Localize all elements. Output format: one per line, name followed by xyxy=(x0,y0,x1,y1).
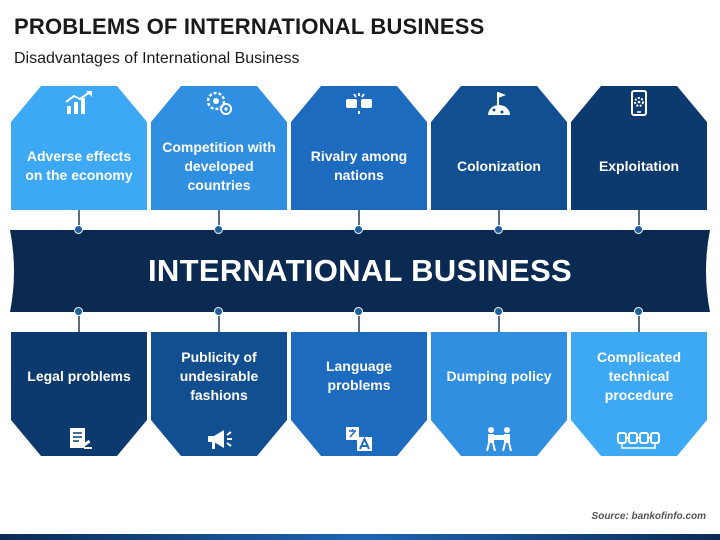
top-card-label: Adverse effects on the economy xyxy=(11,122,147,210)
connector-dot xyxy=(494,307,503,316)
connector-bottom-5 xyxy=(638,312,640,332)
growth-chart-icon xyxy=(64,90,94,116)
source-credit: Source: bankofinfo.com xyxy=(591,511,706,522)
gears-globe-icon xyxy=(204,90,234,116)
page-subtitle: Disadvantages of International Business xyxy=(14,50,300,67)
bottom-card-label: Dumping policy xyxy=(431,332,567,420)
bottom-card-label: Legal problems xyxy=(11,332,147,420)
megaphone-icon xyxy=(204,426,234,452)
legal-document-icon xyxy=(64,426,94,452)
connector-dot xyxy=(354,225,363,234)
card-cap xyxy=(151,86,287,122)
connector-top-5 xyxy=(638,210,640,230)
bottom-card-label: Complicated technical procedure xyxy=(571,332,707,420)
connector-dot xyxy=(354,307,363,316)
center-banner-label: INTERNATIONAL BUSINESS xyxy=(148,253,572,288)
card-cap xyxy=(291,86,427,122)
card-cap xyxy=(571,86,707,122)
connector-bottom-1 xyxy=(78,312,80,332)
connector-bottom-3 xyxy=(358,312,360,332)
card-cap xyxy=(11,86,147,122)
connector-dot xyxy=(214,225,223,234)
page-title: PROBLEMS OF INTERNATIONAL BUSINESS xyxy=(14,14,485,39)
connector-dot xyxy=(74,225,83,234)
connector-dot xyxy=(74,307,83,316)
connector-top-3 xyxy=(358,210,360,230)
connector-dot xyxy=(214,307,223,316)
center-banner xyxy=(10,230,710,312)
translate-icon xyxy=(344,426,374,452)
bottom-card-label: Publicity of undesirable fashions xyxy=(151,332,287,420)
connector-bottom-2 xyxy=(218,312,220,332)
top-card-label: Exploitation xyxy=(571,122,707,210)
top-card-label: Colonization xyxy=(431,122,567,210)
connector-top-2 xyxy=(218,210,220,230)
connector-dot xyxy=(634,307,643,316)
process-chain-icon xyxy=(617,426,661,452)
connector-dot xyxy=(634,225,643,234)
connector-bottom-4 xyxy=(498,312,500,332)
top-card-label: Rivalry among nations xyxy=(291,122,427,210)
bottom-card-label: Language problems xyxy=(291,332,427,420)
footer-bar xyxy=(0,534,720,540)
connector-top-1 xyxy=(78,210,80,230)
flag-on-globe-icon xyxy=(484,90,514,116)
people-boxes-icon xyxy=(484,426,514,452)
connector-top-4 xyxy=(498,210,500,230)
connector-dot xyxy=(494,225,503,234)
mobile-gear-icon xyxy=(624,90,654,116)
top-card-label: Competition with developed countries xyxy=(151,122,287,210)
fist-bump-icon xyxy=(344,90,374,116)
